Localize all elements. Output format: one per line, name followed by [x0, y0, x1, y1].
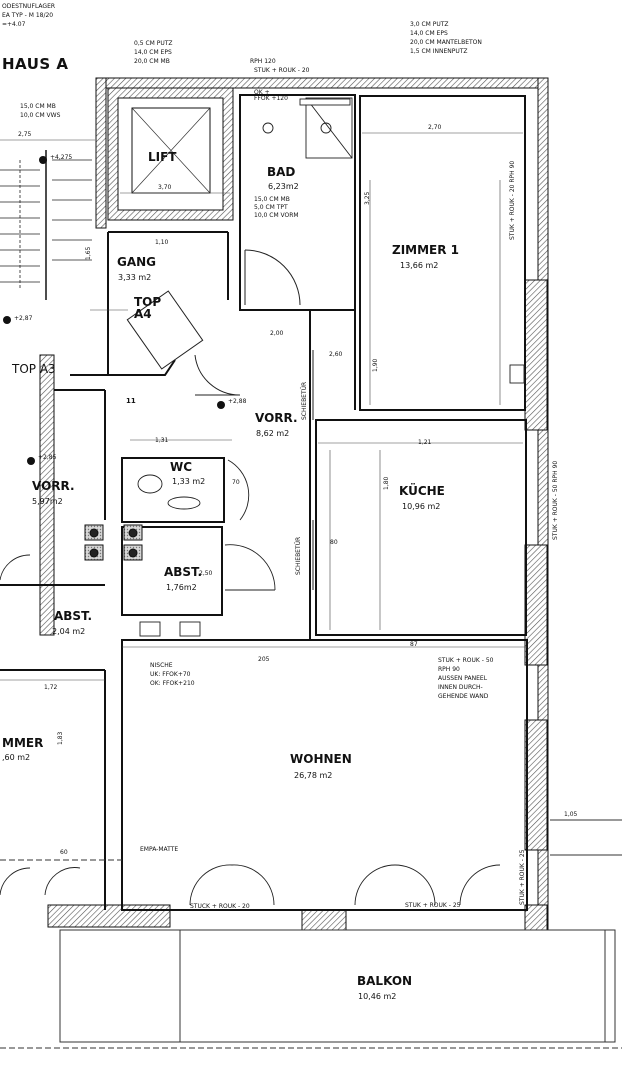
- room-gang-name: GANG: [117, 255, 157, 269]
- room-vorr-a4-area: 8,62 m2: [256, 429, 290, 438]
- nische-note-1: NISCHE: [150, 662, 173, 669]
- lift-shaft: [107, 87, 234, 221]
- dim-205: 205: [258, 656, 270, 663]
- room-bad-area: 6,23m2: [268, 182, 299, 191]
- layer-bad-1: 15,0 CM MB: [254, 196, 290, 203]
- room-vorr-a3-name: VORR.: [32, 479, 75, 493]
- dim-zimmer-depth: 3,25: [364, 191, 371, 205]
- header-line-2: EA TYP - M 18/20: [2, 12, 54, 19]
- ok-ffok-note: OK + FFOK +120: [254, 89, 288, 102]
- layer-left-1: 0,5 CM PUTZ: [134, 40, 173, 47]
- dim-80: 80: [330, 539, 338, 546]
- wohnen-wall-note-5: GEHENDE WAND: [438, 693, 489, 700]
- dim-zimmer-width: 2,70: [428, 124, 442, 131]
- room-wohnen-name: WOHNEN: [290, 752, 352, 766]
- dim-60: 60: [60, 849, 68, 856]
- label-top-a3: TOP A3: [12, 362, 56, 376]
- room-wc-area: 1,33 m2: [172, 477, 206, 486]
- room-zimmer-a3-area: ,60 m2: [2, 753, 31, 762]
- room-zimmer1-name: ZIMMER 1: [392, 243, 460, 257]
- room-vorr-a4-name: VORR.: [255, 411, 298, 425]
- layer-left-2: 14,0 CM EPS: [134, 49, 172, 56]
- dimension-lines: [0, 132, 527, 681]
- stuck-note-left: STUCK + ROUK - 20: [190, 903, 250, 910]
- dim-250: 2,50: [199, 570, 213, 577]
- nische-note-2: UK: FFOK+70: [150, 671, 191, 678]
- wohnen-wall-note-3: AUSSEN PANEEL: [438, 675, 488, 682]
- room-balkon-name: BALKON: [357, 974, 413, 988]
- room-abst-a4-area: 1,76m2: [166, 583, 197, 592]
- room-balkon-area: 10,46 m2: [358, 992, 397, 1001]
- schiebetuer-note-2: SCHIEBETÜR: [295, 536, 302, 575]
- installation-shafts: [84, 524, 143, 561]
- room-abst-a3-name: ABST.: [54, 609, 92, 623]
- layer-right-3: 20,0 CM MANTELBETON: [410, 39, 482, 46]
- dim-lift-width: 3,70: [158, 184, 172, 191]
- layer-stair-2: 10,0 CM VWS: [20, 112, 61, 119]
- dim-190: 1,90: [372, 358, 379, 372]
- matte-note: EMPA-MATTE: [140, 846, 179, 853]
- balcony: [0, 819, 622, 1049]
- dim-172: 1,72: [44, 684, 58, 691]
- dim-200: 2,00: [270, 330, 284, 337]
- fixtures: [0, 97, 525, 906]
- room-zimmer1-area: 13,66 m2: [400, 261, 439, 270]
- building-title: HAUS A: [2, 55, 69, 73]
- label-top-a4: TOP A4: [134, 295, 162, 321]
- room-abst-a3-area: 2,04 m2: [52, 627, 86, 636]
- interior-walls: [0, 94, 528, 911]
- room-gang-area: 3,33 m2: [118, 273, 152, 282]
- zimmer-side-note: STUK + ROUK - 20 RPH 90: [509, 160, 516, 240]
- room-kueche-name: KÜCHE: [399, 484, 445, 498]
- nische-note-3: OK: FFOK+210: [150, 680, 195, 687]
- room-zimmer-a3-name: MMER: [2, 736, 44, 750]
- kueche-side-note: STUK + ROUK - 50 RPH 90: [552, 460, 559, 540]
- layer-bad-3: 10,0 CM VORM: [254, 212, 299, 219]
- dim-105: 1,05: [564, 811, 578, 818]
- dim-165: 1,65: [85, 246, 92, 260]
- stair: [0, 150, 92, 300]
- room-abst-a4-name: ABST.: [164, 565, 202, 579]
- layer-left-3: 20,0 CM MB: [134, 58, 170, 65]
- layer-right-1: 3,0 CM PUTZ: [410, 21, 449, 28]
- level-markers: [3, 156, 225, 465]
- room-lift-name: LIFT: [148, 150, 177, 164]
- dim-180: 1,80: [383, 476, 390, 490]
- level-288: +2,88: [228, 398, 247, 405]
- wall-stuk-note: STUK + ROUK - 20: [254, 67, 310, 74]
- layer-bad-2: 5,0 CM TPT: [254, 204, 288, 211]
- stuck-note-right: STUK + ROUK - 25: [405, 902, 461, 909]
- label-11: 11: [126, 397, 136, 405]
- dim-260: 2,60: [329, 351, 343, 358]
- room-wc-name: WC: [170, 460, 193, 474]
- layer-right-2: 14,0 CM EPS: [410, 30, 448, 37]
- entry-door-area: [126, 249, 301, 396]
- room-vorr-a3-area: 5,97m2: [32, 497, 63, 506]
- dim-110: 1,10: [155, 239, 169, 246]
- wohnen-wall-note-4: INNEN DURCH-: [438, 684, 483, 691]
- room-kueche-area: 10,96 m2: [402, 502, 441, 511]
- header-line-3: =+4.07: [2, 21, 26, 28]
- rph-note: RPH 120: [250, 58, 276, 65]
- dim-4275: +4,275: [50, 154, 73, 161]
- dim-131: 1,31: [155, 437, 169, 444]
- dim-wohnen-width: 87: [410, 641, 418, 648]
- level-285: +2,85: [38, 454, 57, 461]
- wohnen-wall-note-1: STUK + ROUK - 50: [438, 657, 494, 664]
- header-line-1: ODESTNUFLAGER: [2, 3, 56, 10]
- dim-kueche-width: 1,21: [418, 439, 432, 446]
- room-wohnen-area: 26,78 m2: [294, 771, 333, 780]
- wohnen-wall-note-2: RPH 90: [438, 666, 460, 673]
- dim-183: 1,83: [57, 731, 64, 745]
- dim-275: 2,75: [18, 131, 32, 138]
- stuck-corner-note: STUK + ROUK - 25: [519, 849, 526, 905]
- layer-right-4: 1,5 CM INNENPUTZ: [410, 48, 468, 55]
- layer-stair-1: 15,0 CM MB: [20, 103, 56, 110]
- level-287: +2,87: [14, 315, 33, 322]
- room-bad-name: BAD: [267, 165, 296, 179]
- dim-70: 70: [232, 479, 240, 486]
- schiebetuer-note-1: SCHIEBETÜR: [301, 381, 308, 420]
